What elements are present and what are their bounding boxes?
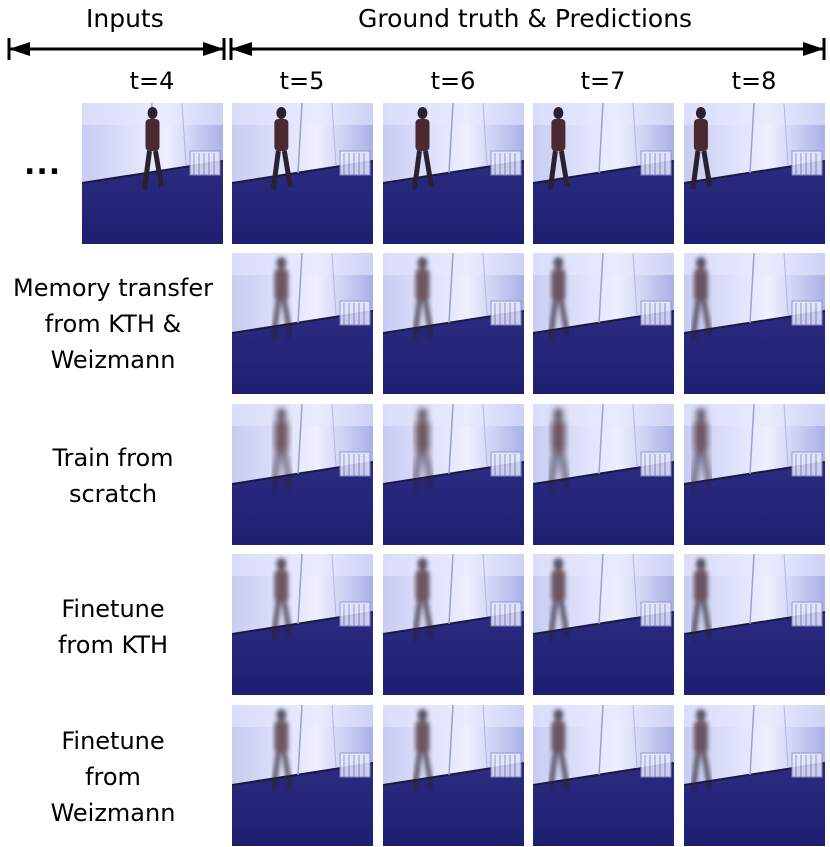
ground-truth-frame-t4: [82, 103, 223, 244]
prediction-frame-t5: [232, 253, 373, 394]
time-label-t5: t=5: [279, 67, 325, 95]
prediction-frame-t6: [383, 705, 524, 846]
ground-truth-predictions-header: Ground truth & Predictions: [358, 4, 693, 33]
inputs-header: Inputs: [86, 4, 164, 33]
earlier-frames-ellipsis: ...: [24, 147, 62, 182]
prediction-frame-t8: [684, 705, 825, 846]
ground-truth-frame-t7: [533, 103, 674, 244]
row-label-finetune-weizmann: Finetune from Weizmann: [50, 727, 176, 827]
ground-truth-frame-t8: [684, 103, 825, 244]
prediction-frame-t5: [232, 404, 373, 545]
prediction-frame-t8: [684, 404, 825, 545]
prediction-frame-t6: [383, 253, 524, 394]
inputs-span-arrow: [7, 38, 826, 60]
prediction-frame-t7: [533, 404, 674, 545]
prediction-frame-t7: [533, 705, 674, 846]
prediction-frame-t5: [232, 554, 373, 695]
prediction-frame-t5: [232, 705, 373, 846]
time-label-t8: t=8: [731, 67, 777, 95]
row-label-memory-transfer: Memory transfer from KTH & Weizmann: [12, 274, 213, 374]
time-label-t4: t=4: [129, 67, 175, 95]
time-label-t7: t=7: [580, 67, 626, 95]
prediction-frame-t7: [533, 253, 674, 394]
prediction-frame-t6: [383, 554, 524, 695]
ground-truth-frame-t6: [383, 103, 524, 244]
time-label-t6: t=6: [430, 67, 476, 95]
prediction-frame-t8: [684, 554, 825, 695]
prediction-frame-t6: [383, 404, 524, 545]
ground-truth-frame-t5: [232, 103, 373, 244]
prediction-frame-t7: [533, 554, 674, 695]
prediction-frame-t8: [684, 253, 825, 394]
row-label-train-from-scratch: Train from scratch: [52, 444, 174, 508]
row-label-finetune-kth: Finetune from KTH: [57, 595, 169, 659]
